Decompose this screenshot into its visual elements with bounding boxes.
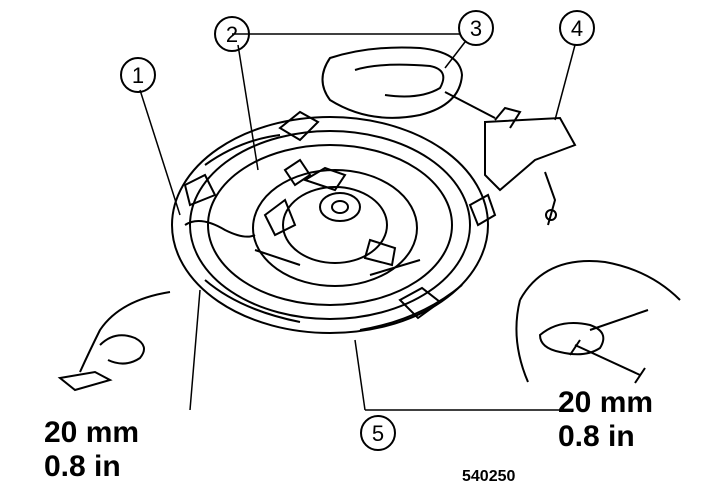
knot-detail	[515, 260, 681, 384]
callout-3: 3	[470, 16, 482, 41]
leader-lines	[139, 33, 576, 411]
callout-1: 1	[132, 63, 144, 88]
left-measurement-in: 0.8 in	[44, 450, 121, 483]
callout-4: 4	[571, 16, 583, 41]
rope-pulley	[252, 158, 421, 287]
callout-2: 2	[226, 22, 238, 47]
starter-housing	[171, 110, 497, 334]
callout-5: 5	[372, 421, 384, 446]
callout-circles	[120, 10, 595, 451]
right-measurement-mm: 20 mm	[558, 386, 654, 419]
left-measurement-mm: 20 mm	[44, 416, 140, 449]
starter-handle	[484, 106, 577, 226]
callout-labels: 1 2 3 4 5	[132, 16, 583, 446]
figure-id: 540250	[462, 468, 516, 485]
right-measurement-in: 0.8 in	[558, 420, 635, 453]
starter-rope-left	[57, 220, 256, 392]
starter-rope	[321, 46, 496, 119]
